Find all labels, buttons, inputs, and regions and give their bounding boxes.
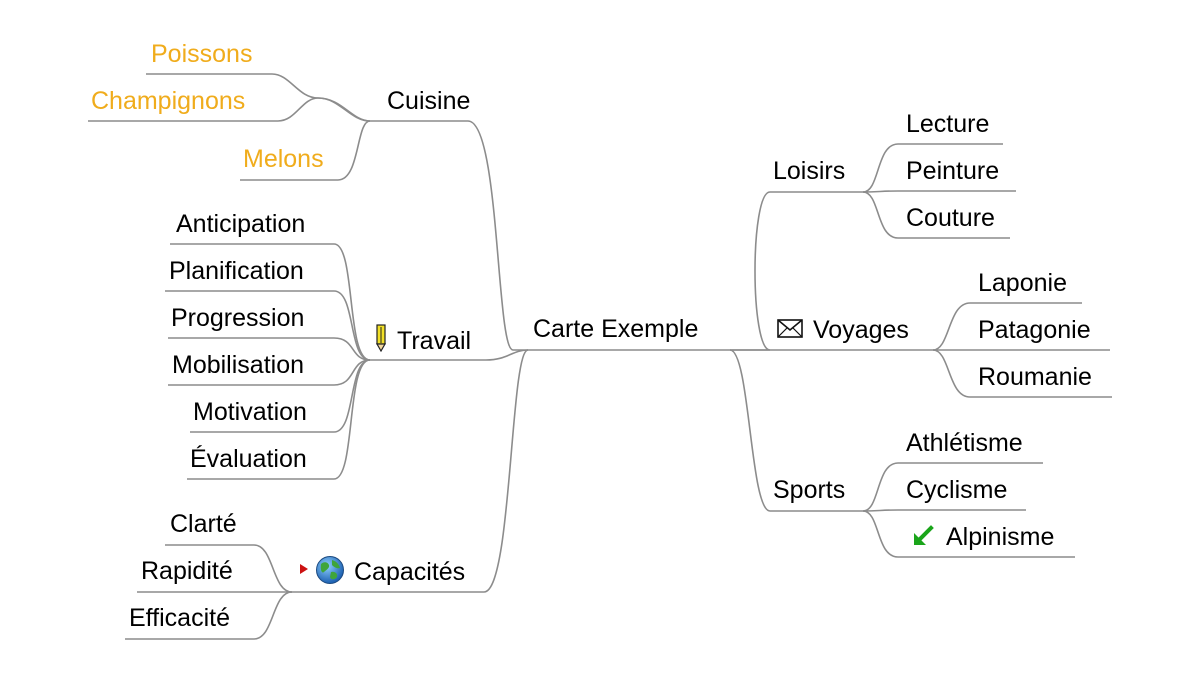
subtopic-alpinisme[interactable]: Alpinisme <box>946 523 1055 551</box>
link-travail-anticipation <box>170 243 371 361</box>
topic-loisirs[interactable]: Loisirs <box>773 157 846 185</box>
topic-sports[interactable]: Sports <box>773 476 846 504</box>
link-travail-mobilisation <box>168 359 371 386</box>
subtopic-motivation[interactable]: Motivation <box>193 398 307 426</box>
pencil-icon <box>375 324 387 352</box>
subtopic-lecture[interactable]: Lecture <box>906 110 990 138</box>
link-capacites-efficacite <box>125 591 293 640</box>
link-voyages-roumanie <box>932 349 1112 398</box>
subtopic-champignons[interactable]: Champignons <box>91 87 246 115</box>
link-center-loisirs <box>528 191 863 351</box>
central-topic[interactable]: Carte Exemple <box>533 315 699 343</box>
subtopic-mobilisation[interactable]: Mobilisation <box>172 351 305 379</box>
link-travail-evaluation <box>187 359 371 480</box>
subtopic-planification[interactable]: Planification <box>169 257 304 285</box>
link-travail-planification <box>165 290 371 361</box>
red-flag-icon <box>300 564 308 574</box>
link-capacites-clarte <box>165 544 293 593</box>
link-loisirs-couture <box>862 191 1010 239</box>
subtopic-efficacite[interactable]: Efficacité <box>129 604 230 632</box>
subtopic-laponie[interactable]: Laponie <box>978 269 1067 297</box>
link-loisirs-peinture <box>862 190 1016 193</box>
topic-cuisine[interactable]: Cuisine <box>387 87 471 115</box>
link-sports-athletisme <box>862 462 1043 512</box>
subtopic-anticipation[interactable]: Anticipation <box>176 210 306 238</box>
subtopic-evaluation[interactable]: Évaluation <box>190 445 307 473</box>
subtopic-progression[interactable]: Progression <box>171 304 305 332</box>
link-travail-progression <box>168 337 371 361</box>
globe-icon <box>316 556 344 584</box>
link-voyages-laponie <box>932 302 1082 351</box>
link-sports-alpinisme <box>862 510 1075 558</box>
link-sports-cyclisme <box>862 509 1026 512</box>
subtopic-athletisme[interactable]: Athlétisme <box>906 429 1023 457</box>
topic-capacites[interactable]: Capacités <box>354 558 466 586</box>
subtopic-peinture[interactable]: Peinture <box>906 157 1000 185</box>
subtopic-rapidite[interactable]: Rapidité <box>141 557 233 585</box>
subtopic-clarte[interactable]: Clarté <box>170 510 237 538</box>
subtopic-cyclisme[interactable]: Cyclisme <box>906 476 1008 504</box>
link-center-travail <box>370 349 529 361</box>
connector-lines <box>88 73 1112 640</box>
subtopic-melons[interactable]: Melons <box>243 145 324 173</box>
topic-travail[interactable]: Travail <box>397 327 472 355</box>
link-center-capacites <box>292 349 529 593</box>
link-center-sports <box>729 349 863 512</box>
envelope-icon <box>777 319 803 338</box>
subtopic-patagonie[interactable]: Patagonie <box>978 316 1091 344</box>
topic-voyages[interactable]: Voyages <box>813 316 909 344</box>
subtopic-roumanie[interactable]: Roumanie <box>978 363 1092 391</box>
green-arrow-icon <box>914 525 934 545</box>
link-cuisine-melons <box>240 120 371 181</box>
subtopic-couture[interactable]: Couture <box>906 204 995 232</box>
link-center-cuisine <box>370 120 528 351</box>
link-cuisine-champignons <box>88 97 371 122</box>
link-loisirs-lecture <box>862 143 1003 193</box>
subtopic-poissons[interactable]: Poissons <box>151 40 253 68</box>
